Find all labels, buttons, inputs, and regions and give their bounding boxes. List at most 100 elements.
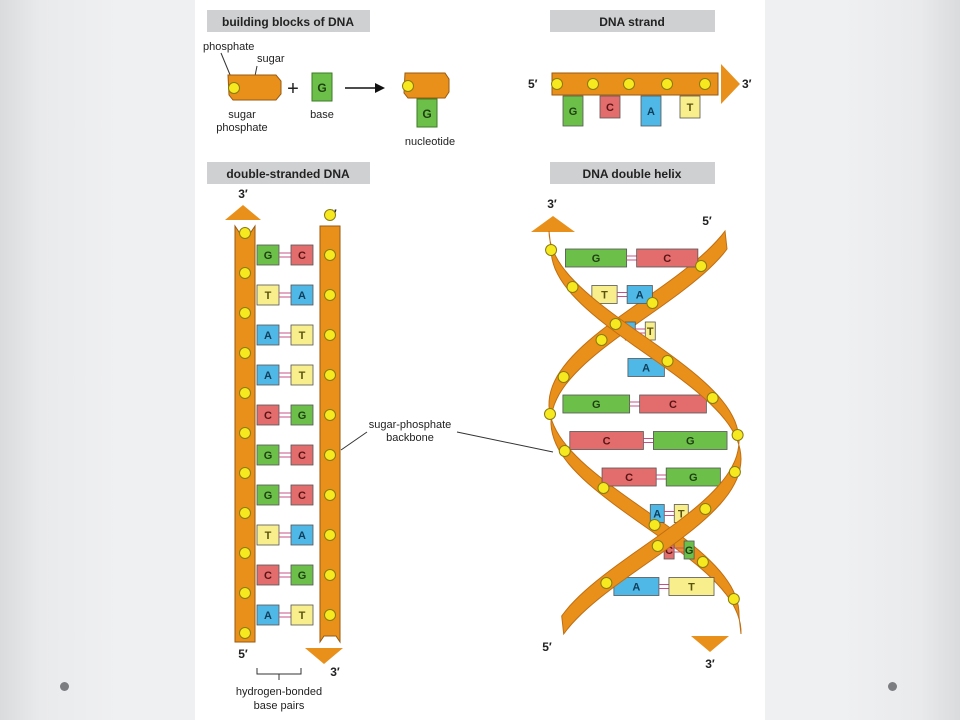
ladder-left-phosphate-dot <box>239 427 251 439</box>
ladder-base-left: G <box>256 244 280 266</box>
helix-base-right-block <box>653 431 728 450</box>
ladder-base-left: T <box>256 284 280 306</box>
ladder-base-left-letter: A <box>264 610 272 622</box>
ladder-base-left: A <box>256 364 280 386</box>
ladder-base-right-block <box>290 244 314 266</box>
ladder-top-arrow <box>225 205 261 220</box>
helix-strand-a <box>548 230 742 636</box>
ladder-left-phosphate-dot <box>239 507 251 519</box>
ladder-base-left: G <box>256 444 280 466</box>
helix-phosphate-dot-a <box>566 281 579 293</box>
ladder-bottom-left-label: 5′ <box>238 647 248 661</box>
ladder-hbond <box>279 532 291 538</box>
ladder-base-right: A <box>290 284 314 306</box>
strand-phosphate-dot <box>699 78 711 90</box>
ladder-base-right-letter: T <box>299 330 306 342</box>
helix-hbond <box>674 547 685 553</box>
ladder-base-left: T <box>256 524 280 546</box>
slide-prev-dot[interactable] <box>60 682 69 691</box>
ladder-left-phosphate-dot <box>239 387 251 399</box>
strand-base-g-letter: G <box>569 106 578 118</box>
strand-base-t: T <box>679 95 701 119</box>
helix-phosphate-dot-b <box>648 519 661 531</box>
helix-base-left-block <box>591 285 618 304</box>
helix-base-right-letter: T <box>688 582 695 594</box>
ladder-hbond <box>279 492 291 498</box>
helix-phosphate-dot-b <box>695 260 708 272</box>
ladder-base-right-block <box>290 444 314 466</box>
strand-base-g-block <box>562 95 584 127</box>
helix-base-left: G <box>565 248 628 268</box>
helix-phosphate-dot-a <box>600 577 613 589</box>
ladder-base-right-block <box>290 404 314 426</box>
helix-phosphate-dot-b <box>597 482 610 494</box>
header-dna-strand-text: DNA strand <box>599 15 665 29</box>
ladder-bottom-arrow <box>305 648 343 664</box>
ladder-left-phosphate-dot <box>239 627 251 639</box>
helix-base-left-letter: A <box>653 509 661 521</box>
base-g-block <box>311 72 333 102</box>
backbone-pointer-right <box>456 431 554 453</box>
strand-base-a-block <box>640 95 662 127</box>
helix-base-right: A <box>626 285 653 304</box>
helix-bottom-right-label: 3′ <box>705 657 715 671</box>
helix-hbond <box>626 255 637 261</box>
helix-top-left-label: 3′ <box>547 197 557 211</box>
ladder-base-right: A <box>290 524 314 546</box>
slide-next-dot[interactable] <box>888 682 897 691</box>
ladder-base-right: C <box>290 484 314 506</box>
helix-base-right: T <box>644 321 656 341</box>
ladder-base-right-letter: A <box>298 290 306 302</box>
helix-base-left-block <box>601 467 657 487</box>
phosphate-dot <box>228 82 240 94</box>
ladder-hbond <box>279 332 291 338</box>
strand-5prime-label: 5′ <box>528 77 538 91</box>
ladder-base-right-letter: A <box>298 530 306 542</box>
ladder-base-left: A <box>256 324 280 346</box>
nucleotide-base-block <box>416 98 438 128</box>
helix-phosphate-dots <box>544 244 744 605</box>
helix-base-left-letter: G <box>592 399 601 411</box>
ladder-left-phosphate-dot <box>239 547 251 559</box>
ladder-hbond <box>279 412 291 418</box>
ladder-base-left-block <box>256 364 280 386</box>
ladder-base-right-letter: G <box>298 410 307 422</box>
helix-base-left-letter: C <box>665 545 673 557</box>
helix-phosphate-dot-b <box>727 593 740 605</box>
ladder-base-right: G <box>290 564 314 586</box>
helix-phosphate-dot-a <box>651 540 664 552</box>
ladder-left-phosphate-dot <box>239 467 251 479</box>
helix-hbond <box>664 511 675 516</box>
backbone-callout: sugar-phosphate backbone <box>340 419 554 453</box>
helix-base-left-block <box>569 431 644 450</box>
ladder-base-right: C <box>290 244 314 266</box>
ladder-base-left-block <box>256 324 280 346</box>
plus-sign: + <box>287 78 299 100</box>
ladder-base-left-block <box>256 564 280 586</box>
ladder-base-left: A <box>256 604 280 626</box>
helix-phosphate-dot-a <box>661 355 674 367</box>
header-double-helix: DNA double helix <box>550 162 715 184</box>
helix-base-right-letter: G <box>686 436 695 448</box>
ladder-hbond <box>279 452 291 458</box>
double-helix-panel: 3′ 5′ GCTAATAGCCGCGATCGAT 5′ 3′ <box>531 197 744 671</box>
strand-3prime-label: 3′ <box>742 77 752 91</box>
building-blocks-panel: phosphate sugar sugar phosphate + G base… <box>203 41 455 148</box>
ladder-base-right-block <box>290 364 314 386</box>
helix-bottom-arrow <box>691 636 729 652</box>
strand-base-a-letter: A <box>647 106 655 118</box>
ladder-base-left-block <box>256 484 280 506</box>
ladder-base-right-block <box>290 484 314 506</box>
helix-phosphate-dot-a <box>731 429 744 441</box>
ladder-right-phosphate-dot <box>324 409 336 421</box>
ladder-base-left: C <box>256 564 280 586</box>
